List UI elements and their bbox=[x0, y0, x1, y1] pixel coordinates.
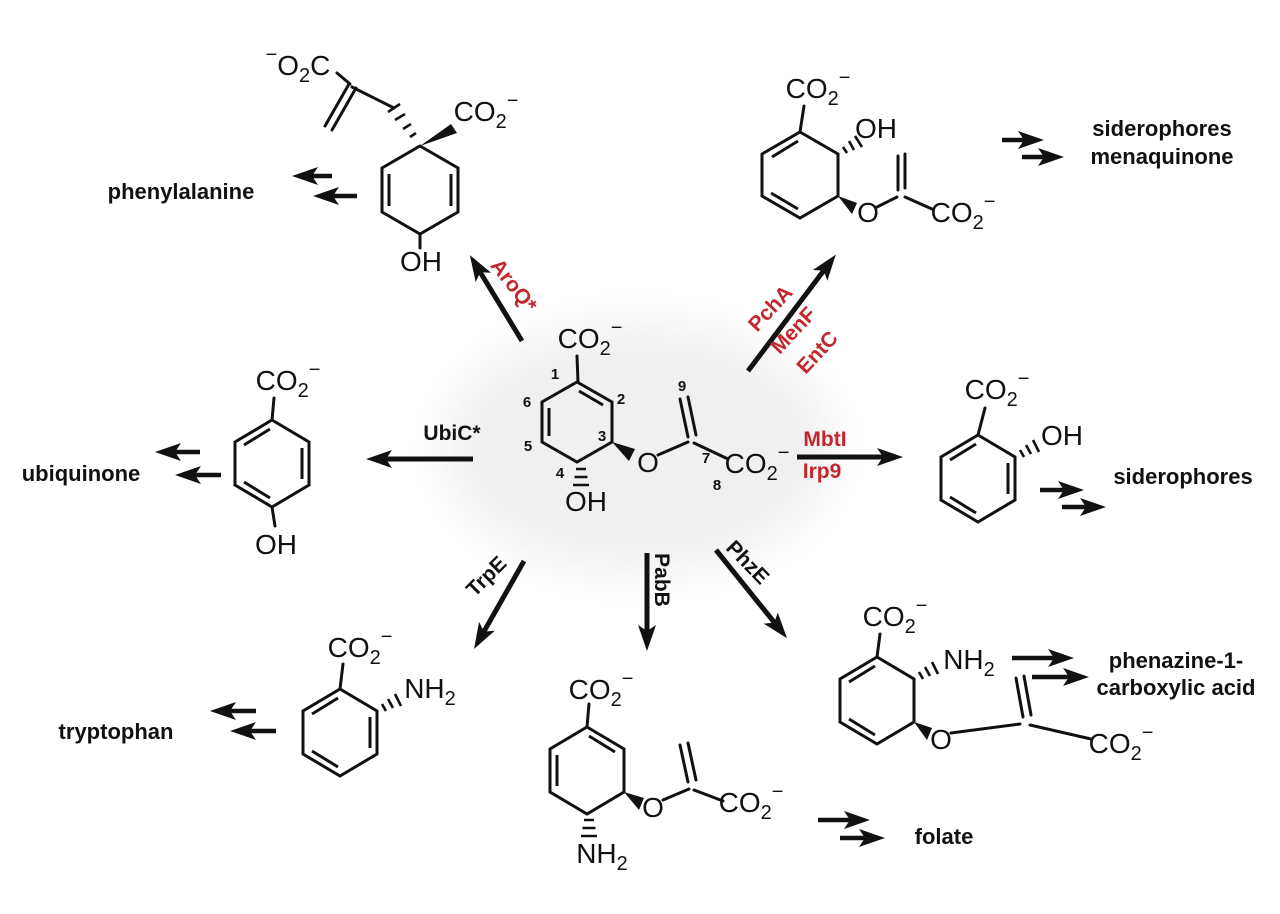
enzyme-label-irp9: Irp9 bbox=[802, 460, 842, 483]
arrow-trpe bbox=[474, 559, 527, 649]
multistep-arrows bbox=[155, 131, 1106, 847]
ring-number-3: 3 bbox=[598, 428, 606, 445]
molecule-isochorismate bbox=[760, 104, 934, 220]
enzyme-label-mbti: MbtI bbox=[803, 428, 847, 451]
hydroxybenzoate-carboxylate: CO2− bbox=[256, 359, 321, 402]
adic-ether-oxygen: O bbox=[930, 724, 952, 755]
step-arrows-siderophores bbox=[1040, 481, 1106, 516]
molecule-prephenate bbox=[323, 71, 460, 250]
molecule-aminodeoxychorismate bbox=[548, 702, 725, 838]
isochorismate-ether-oxygen: O bbox=[857, 197, 879, 228]
chorismate-ring-carboxylate: CO2− bbox=[558, 317, 623, 360]
anthranilate-carboxylate: CO2− bbox=[328, 626, 393, 669]
center-halo bbox=[443, 323, 833, 573]
chorismate-enol-carboxylate: CO2− bbox=[725, 442, 790, 485]
product-label-phenylalanine: phenylalanine bbox=[107, 179, 255, 204]
ring-numbers-layer: 1 2 3 4 5 6 78 9 bbox=[523, 366, 721, 494]
ring-number-8: 8 bbox=[713, 477, 721, 494]
menaquinone-line: menaquinone bbox=[1090, 144, 1234, 169]
reaction-arrows bbox=[366, 254, 903, 651]
ring-number-4: 4 bbox=[556, 465, 565, 482]
step-arrows-phenazine bbox=[1012, 649, 1089, 686]
molecule-aminodeoxyisochorismate bbox=[838, 632, 1093, 746]
product-label-folate: folate bbox=[914, 824, 974, 849]
molecule-salicylate bbox=[939, 406, 1041, 524]
salicylate-hydroxyl: OH bbox=[1041, 420, 1083, 451]
salicylate-carboxylate: CO2− bbox=[965, 368, 1030, 411]
arrow-phze bbox=[714, 548, 788, 639]
chorismate-ether-oxygen: O bbox=[637, 447, 659, 478]
arrow-aroq bbox=[469, 255, 525, 343]
isochorismate-carboxylate: CO2− bbox=[786, 67, 851, 110]
product-label-siderophores-menaquinone: siderophores menaquinone bbox=[1090, 115, 1233, 171]
step-arrows-folate bbox=[818, 811, 885, 847]
molecule-chorismate bbox=[540, 354, 730, 487]
chorismate-hydroxyl: OH bbox=[565, 486, 607, 517]
step-arrows-tryptophan bbox=[210, 702, 276, 740]
product-label-phenazine: phenazine-1- carboxylic acid bbox=[1097, 647, 1256, 701]
adc-enol-carboxylate: CO2− bbox=[719, 781, 784, 824]
product-label-tryptophan: tryptophan bbox=[58, 719, 174, 744]
step-arrows-siderophores-menaquinone bbox=[1002, 131, 1064, 166]
product-label-ubiquinone: ubiquinone bbox=[21, 461, 141, 486]
molecule-anthranilate bbox=[301, 662, 403, 778]
arrow-pcha-menf-entc bbox=[746, 254, 836, 373]
enzyme-label-pabb: PabB bbox=[650, 553, 673, 607]
adic-amine: NH2 bbox=[943, 644, 995, 681]
hydroxybenzoate-hydroxyl: OH bbox=[255, 529, 297, 560]
ring-number-5: 5 bbox=[524, 438, 532, 455]
ring-number-7: 7 bbox=[702, 450, 710, 467]
ring-number-1: 1 bbox=[551, 366, 559, 383]
prephenate-side-carboxylate: −O2C bbox=[266, 44, 331, 87]
adc-carboxylate: CO2− bbox=[569, 668, 634, 711]
ring-number-2: 2 bbox=[617, 391, 625, 408]
adic-enol-carboxylate: CO2− bbox=[1089, 722, 1154, 765]
ring-number-6: 6 bbox=[523, 394, 531, 411]
adic-carboxylate: CO2− bbox=[863, 595, 928, 638]
siderophores-line: siderophores bbox=[1092, 116, 1232, 141]
prephenate-hydroxyl: OH bbox=[400, 246, 442, 277]
product-label-siderophores: siderophores bbox=[1113, 464, 1253, 489]
anthranilate-amine: NH2 bbox=[404, 673, 456, 710]
isochorismate-hydroxyl: OH bbox=[855, 113, 897, 144]
ring-number-9: 9 bbox=[678, 378, 686, 395]
molecule-hydroxybenzoate bbox=[233, 396, 311, 528]
step-arrows-phenylalanine bbox=[292, 167, 357, 205]
adc-ether-oxygen: O bbox=[642, 792, 664, 823]
enzyme-label-ubic: UbiC* bbox=[423, 422, 481, 445]
prephenate-ring-carboxylate: CO2− bbox=[454, 90, 519, 133]
phenazine-line1: phenazine-1- bbox=[1108, 648, 1244, 673]
isochorismate-enol-carboxylate: CO2− bbox=[931, 191, 996, 234]
step-arrows-ubiquinone bbox=[155, 443, 221, 484]
phenazine-line2: carboxylic acid bbox=[1096, 675, 1256, 700]
adc-amine: NH2 bbox=[576, 838, 628, 875]
